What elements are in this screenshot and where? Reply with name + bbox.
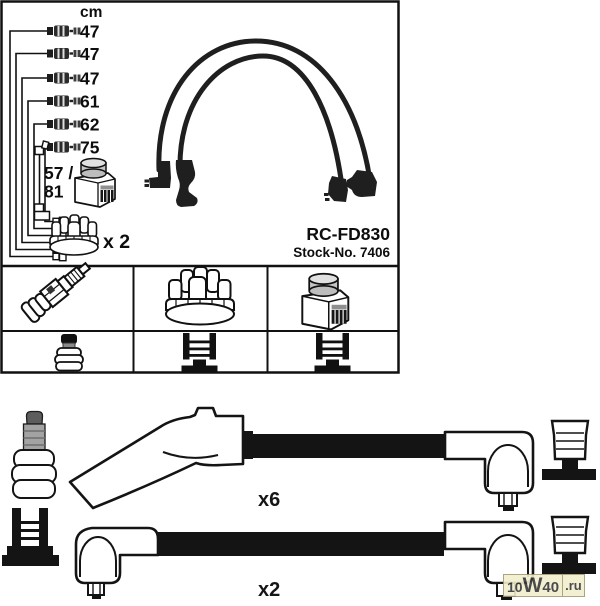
- wire-end-icon: [47, 118, 81, 130]
- elbow-boot-icon: [68, 406, 245, 510]
- wire-terminal-large-icon: [2, 508, 59, 566]
- plug-boot-icon: [11, 410, 57, 499]
- wire-end-icon: [47, 95, 81, 107]
- part-number: RC-FD830: [306, 224, 390, 244]
- boot-icon: [149, 161, 171, 188]
- length-label: 62: [80, 115, 100, 135]
- cable-x2: x2: [74, 515, 596, 601]
- distributor-cap-large-icon: [165, 266, 235, 326]
- length-label: 47: [80, 22, 99, 42]
- cable-bar: [157, 532, 444, 556]
- spark-plug-icon: [20, 261, 92, 323]
- length-label: 47: [80, 44, 99, 64]
- stock-number: Stock-No. 7406: [293, 245, 390, 260]
- length-label: 61: [80, 92, 100, 112]
- unit-label: cm: [80, 4, 102, 21]
- terminal-end-icon: [542, 515, 596, 574]
- harness-schematic: [9, 25, 81, 262]
- cable-x6: x6: [68, 406, 596, 511]
- cable-detail-panel: x6 x2: [2, 406, 596, 601]
- wire-end-icon: [47, 141, 81, 153]
- plug-terminal-nut-icon: [54, 334, 84, 372]
- length-labels: cm 47 47 47 61 62 75 57 / 81: [44, 4, 102, 202]
- qty2-label: x2: [258, 579, 280, 601]
- terminal-end-icon: [542, 419, 596, 480]
- ignition-coil-large-icon: [301, 272, 350, 331]
- length-label: 75: [80, 138, 100, 158]
- watermark-tld: .ru: [563, 574, 585, 597]
- coil-wire-schematic: [33, 140, 51, 221]
- wire-end-icon: [47, 72, 81, 84]
- coil-length-label: 57 /: [44, 163, 73, 183]
- arched-cables: [144, 38, 377, 207]
- wire-end-icon: [47, 25, 81, 37]
- distributor-qty-label: x 2: [103, 231, 130, 253]
- ignition-coil-icon: [74, 157, 116, 208]
- coil-length-label: 81: [44, 182, 64, 202]
- wire-terminal-icon: [314, 333, 351, 373]
- wire-end-icon: [47, 48, 81, 59]
- wire-terminal-icon: [181, 333, 218, 373]
- distributor-cap-icon: [49, 214, 99, 256]
- wire-set-schematic-panel: cm 47 47 47 61 62 75 57 / 81 x 2: [0, 0, 400, 374]
- boot-icon: [175, 160, 198, 207]
- boot-icon: [346, 170, 377, 197]
- length-label: 47: [80, 69, 99, 89]
- cable-bar: [251, 434, 445, 458]
- qty6-label: x6: [258, 489, 280, 511]
